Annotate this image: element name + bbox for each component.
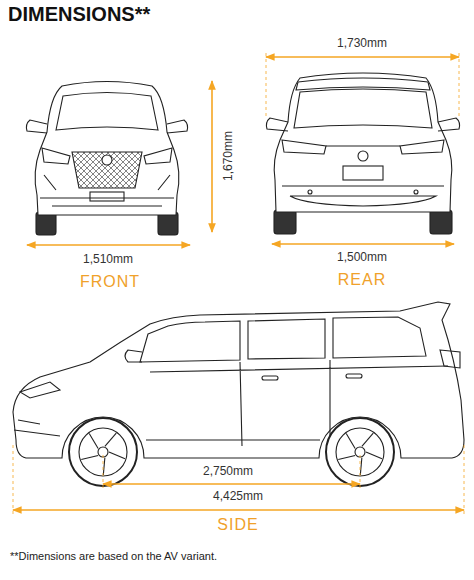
wheel	[103, 458, 105, 475]
dimension-value: 1,670mm	[222, 129, 235, 183]
front-view	[40, 198, 174, 206]
rear-view	[438, 118, 460, 131]
side-view	[333, 317, 426, 358]
front-view	[90, 192, 124, 201]
front-view	[56, 93, 158, 131]
side-view	[440, 350, 460, 368]
wheel	[360, 458, 362, 475]
diagram-title: DIMENSIONS**	[8, 3, 150, 25]
front-view	[26, 82, 187, 236]
rear-view	[326, 145, 400, 146]
side-view	[346, 374, 362, 378]
dimension-value: 2,750mm	[201, 465, 255, 478]
side-view	[248, 319, 325, 359]
extension-line	[103, 452, 104, 488]
rear-view	[294, 89, 432, 128]
wheel	[69, 418, 394, 486]
rear-view	[358, 151, 368, 161]
front-view	[26, 120, 47, 133]
rear-view	[282, 186, 444, 206]
side-view	[262, 376, 278, 380]
dimension-value: 1,510mm	[81, 253, 135, 266]
wheel	[362, 433, 373, 446]
dimension-line	[27, 244, 190, 246]
front-view	[72, 152, 142, 188]
extension-line	[13, 445, 14, 514]
wheel	[366, 452, 382, 459]
view-label: SIDE	[217, 516, 258, 534]
extension-line	[360, 452, 361, 488]
rear-view	[296, 78, 430, 90]
extension-line	[464, 445, 465, 514]
wheel	[338, 456, 355, 460]
front-view	[44, 175, 170, 190]
side-view	[14, 420, 60, 436]
caption-note: **Dimensions are based on the AV variant…	[10, 550, 217, 562]
front-view	[35, 82, 179, 216]
front-view	[144, 148, 172, 164]
rear-view	[282, 140, 326, 154]
dimension-line	[103, 483, 360, 485]
wheel	[89, 434, 98, 449]
view-label: REAR	[338, 271, 386, 289]
wheel	[105, 433, 116, 446]
side-view	[140, 321, 240, 362]
rear-view	[414, 190, 418, 194]
rear-view	[343, 166, 383, 180]
dimension-value: 4,425mm	[211, 490, 265, 503]
front-view	[167, 120, 188, 133]
dimension-line	[211, 81, 213, 232]
rear-view	[274, 73, 452, 212]
rear-view	[308, 190, 312, 194]
dimension-value: 1,730mm	[335, 37, 389, 50]
rear-view	[266, 73, 459, 234]
rear-view	[430, 210, 452, 234]
rear-view	[400, 140, 444, 154]
side-view	[20, 382, 60, 398]
front-view	[42, 148, 70, 164]
side-view	[125, 350, 142, 362]
extension-line	[266, 53, 267, 118]
side-view	[146, 360, 448, 446]
rear-view	[274, 210, 296, 234]
wheel	[81, 456, 98, 460]
view-label: FRONT	[80, 273, 140, 291]
dimension-line	[13, 509, 464, 511]
wheel	[109, 452, 125, 459]
dimension-line	[266, 56, 459, 58]
dimension-line	[272, 243, 454, 245]
rear-view	[266, 118, 288, 131]
dimension-value: 1,500mm	[335, 251, 389, 264]
wheel	[346, 434, 355, 449]
extension-line	[459, 53, 460, 118]
front-view	[102, 155, 112, 165]
dimension-line	[13, 57, 464, 510]
extension-line	[13, 53, 464, 514]
